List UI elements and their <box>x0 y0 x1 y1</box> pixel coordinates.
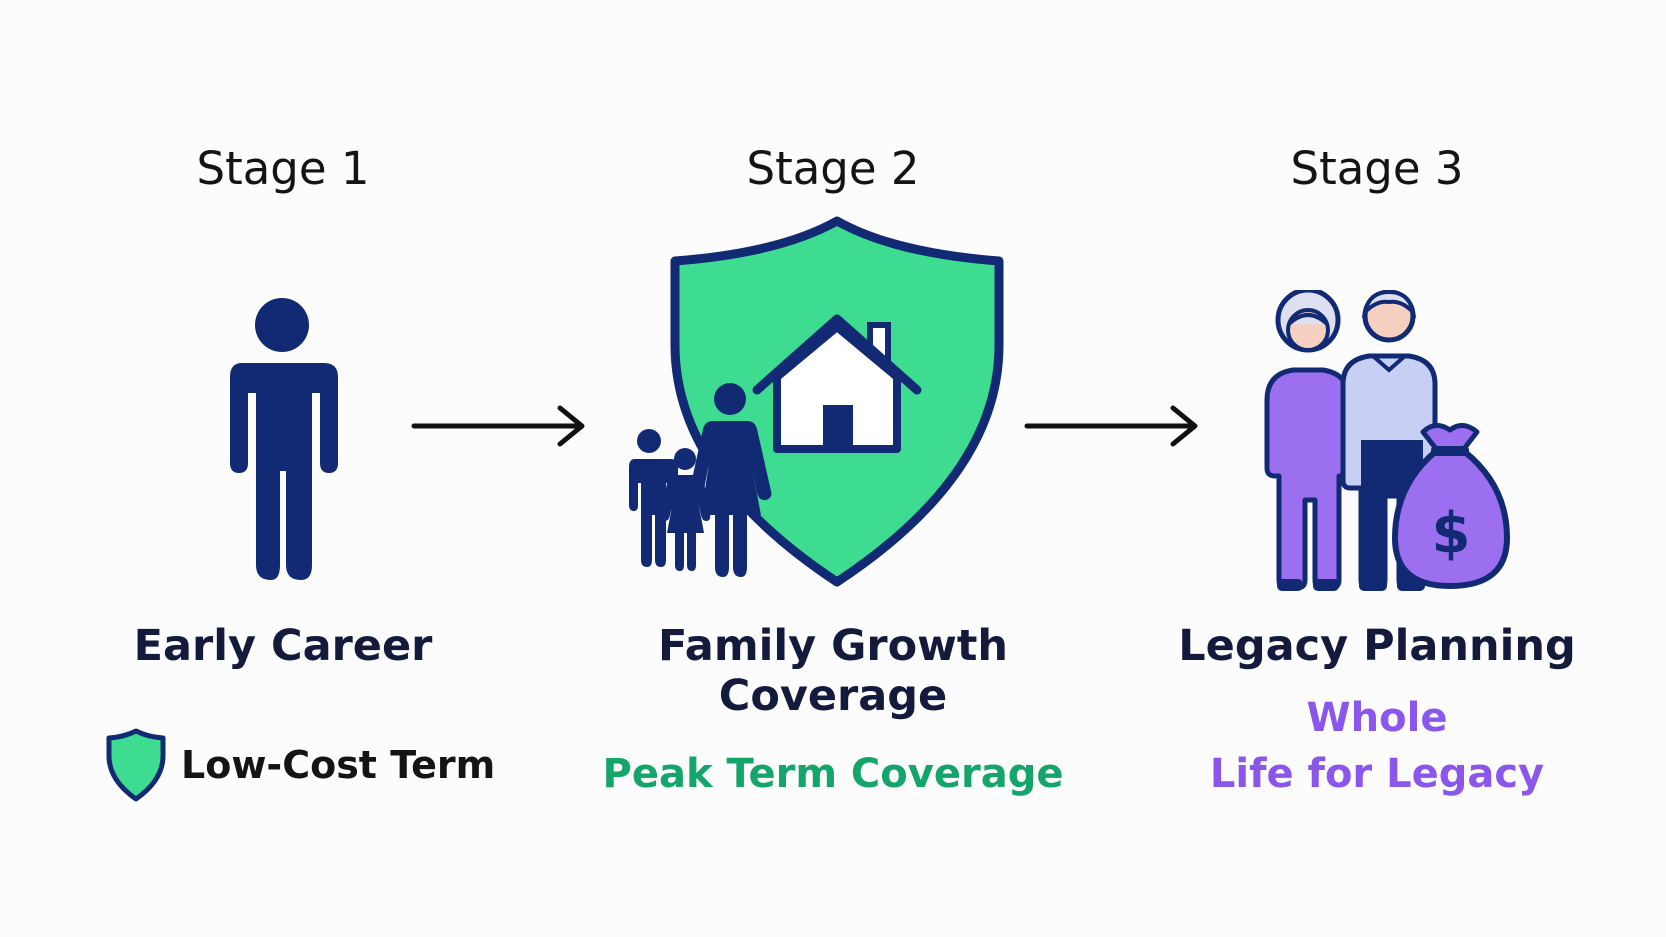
stage-3-subtitle-line-2: Life for Legacy <box>1209 751 1545 797</box>
stage-2-title-line-2: Coverage <box>718 671 948 721</box>
stage-1-subtitle-row: Low-Cost Term <box>105 728 495 802</box>
elderly-woman-icon <box>1264 290 1352 591</box>
person-icon <box>230 298 338 580</box>
stage-2-label: Stage 2 <box>746 142 920 195</box>
house-icon <box>752 314 922 453</box>
stage-2-subtitle: Peak Term Coverage <box>602 751 1064 797</box>
family-icon <box>629 383 772 577</box>
arrow-right-icon <box>411 405 585 447</box>
stage-3-title: Legacy Planning <box>1178 621 1576 671</box>
stage-1-label: Stage 1 <box>196 142 370 195</box>
stage-1-title: Early Career <box>133 621 433 671</box>
stage-3-label: Stage 3 <box>1290 142 1464 195</box>
elderly-couple-money-bag-icon: $ <box>1264 290 1510 591</box>
stage-1-subtitle: Low-Cost Term <box>181 743 496 787</box>
stage-3-subtitle-line-1: Whole <box>1306 695 1448 741</box>
shield-house-family-icon <box>629 216 1004 587</box>
shield-icon <box>106 728 166 802</box>
stage-2-title-line-1: Family Growth <box>657 621 1009 671</box>
arrow-right-icon <box>1024 405 1198 447</box>
money-bag-icon: $ <box>1392 423 1510 589</box>
svg-text:$: $ <box>1432 501 1471 566</box>
